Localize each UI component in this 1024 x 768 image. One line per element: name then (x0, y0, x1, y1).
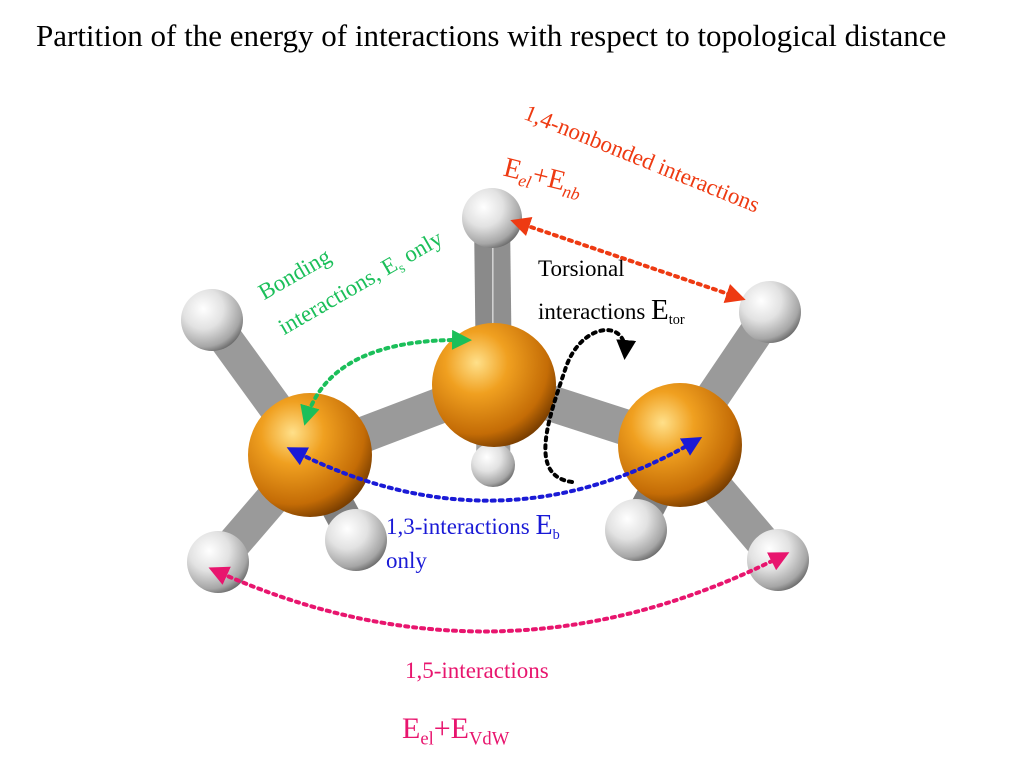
hydrogen-atom-left-front (325, 509, 387, 571)
hydrogen-atom-right-front (605, 499, 667, 561)
torsional-label-line2: interactions Etor (538, 294, 685, 328)
torsional-label-line1: Torsional (538, 256, 625, 281)
hydrogen-atom-right-up (739, 281, 801, 343)
hydrogen-atom-center-top (462, 188, 522, 248)
hydrogen-atom-left-up (181, 289, 243, 351)
one-three-arrow (286, 436, 703, 503)
one-five-label: 1,5-interactions (405, 658, 549, 683)
slide-title: Partition of the energy of interactions … (36, 18, 947, 53)
hydrogen-atom-center-back (471, 443, 515, 487)
one-three-label-line2: only (386, 548, 427, 573)
torsional-arrow (543, 328, 637, 484)
hydrogen-atom-left-down (187, 531, 249, 593)
carbon-atom-right (618, 383, 742, 507)
one-five-arrow (208, 552, 790, 634)
one-five-energy-label: Eel+EVdW (402, 712, 510, 750)
one-four-arrow (510, 217, 746, 303)
one-three-label-line1: 1,3-interactions Eb (386, 510, 560, 543)
interaction-arrows (208, 217, 790, 634)
bonding-arrow (300, 329, 472, 426)
